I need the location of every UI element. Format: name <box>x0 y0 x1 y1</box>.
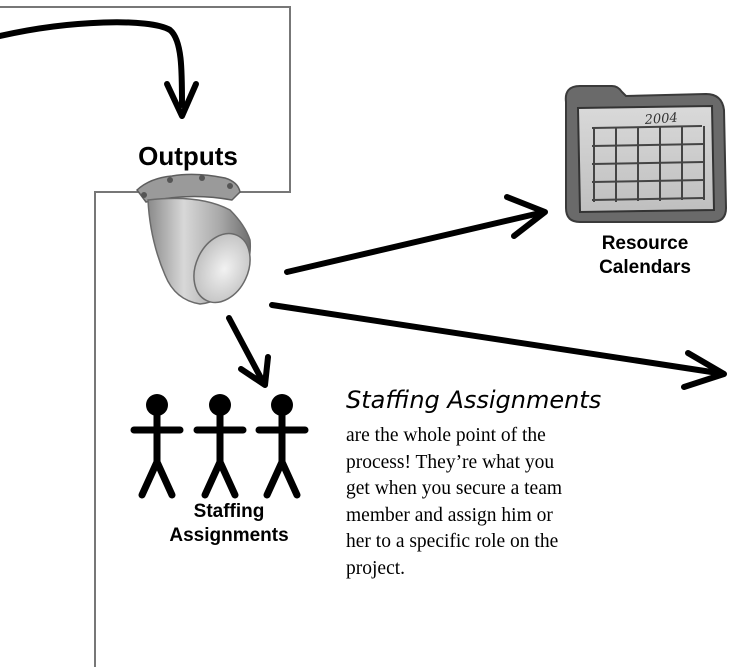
resource-calendars-line2: Calendars <box>599 257 691 278</box>
pipe-outlet-icon <box>135 173 252 305</box>
staffing-assignments-line1: Staffing <box>193 501 265 522</box>
callout-line: member and assign him or <box>346 504 553 526</box>
calendar-year: 2004 <box>643 111 678 128</box>
staffing-assignments-label: Staffing Assignments <box>160 500 298 548</box>
callout-line: process! They’re what you <box>346 451 555 473</box>
stick-figure <box>255 394 309 499</box>
stick-figures-icon <box>130 394 309 499</box>
staffing-assignments-line2: Assignments <box>169 525 289 546</box>
callout-line: get when you secure a team <box>346 478 563 499</box>
resource-calendars-label: Resource Calendars <box>585 232 705 280</box>
outputs-title: Outputs <box>138 141 238 171</box>
callout-body: are the whole point of the process! They… <box>346 423 686 582</box>
callout-line: are the whole point of the <box>346 425 546 446</box>
arrow-to-calendars <box>284 194 548 275</box>
calendar-icon: 2004 <box>564 85 728 223</box>
resource-calendars-line1: Resource <box>601 233 689 254</box>
callout-line: her to a specific role on the <box>346 531 559 552</box>
callout-title: Staffing Assignments <box>346 386 602 414</box>
process-boundary <box>0 6 291 667</box>
stick-figure <box>130 394 184 499</box>
incoming-arrow <box>0 19 199 119</box>
arrow-to-staffing <box>226 315 271 388</box>
arrow-to-next-process <box>269 302 727 390</box>
callout-line: project. <box>346 557 406 579</box>
stick-figure <box>193 394 247 499</box>
